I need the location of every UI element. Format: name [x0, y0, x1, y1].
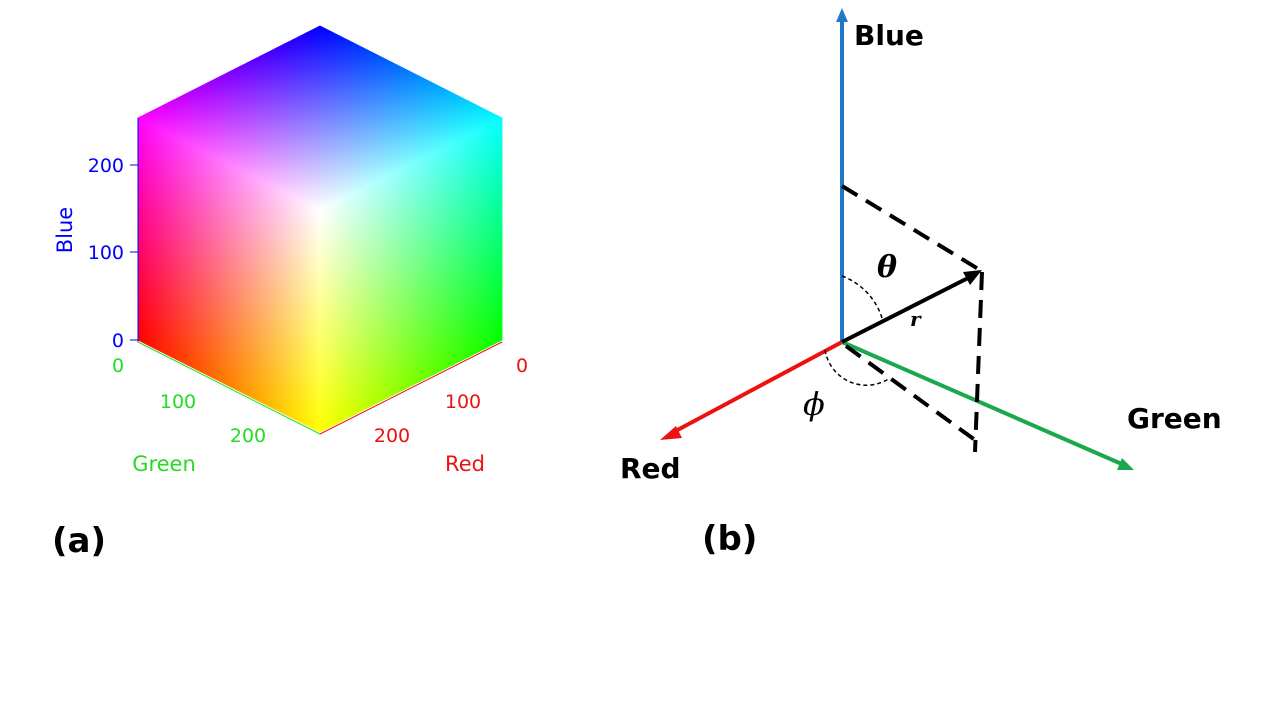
- green-axis-title: Green: [132, 452, 196, 476]
- blue-arrowhead-icon: [836, 8, 848, 22]
- blue-axis-title-b: Blue: [854, 19, 924, 52]
- panel-b-label: (b): [702, 519, 757, 559]
- red-axis-title: Red: [445, 452, 485, 476]
- panel-a-label: (a): [52, 521, 106, 561]
- red-tick: 200: [374, 425, 410, 447]
- green-tick: 0: [112, 355, 124, 377]
- cube-face-strip: [137, 116, 324, 211]
- red-tick: 100: [445, 391, 481, 413]
- blue-tick: 100: [88, 242, 124, 264]
- red-arrowhead-icon: [660, 426, 682, 440]
- rgb-cube: [137, 25, 503, 433]
- green-axis-title-b: Green: [1127, 402, 1222, 435]
- r-vector: [841, 276, 969, 344]
- red-axis-title-b: Red: [620, 452, 681, 485]
- r-symbol: r: [910, 307, 922, 331]
- blue-tick: 0: [112, 330, 124, 352]
- red-axis-line: [319, 341, 503, 435]
- r-arrowhead-icon: [963, 270, 982, 285]
- blue-axis-title: Blue: [53, 207, 77, 253]
- green-arrowhead-icon: [1117, 458, 1134, 470]
- phi-arc: [824, 349, 891, 386]
- phi-symbol: ϕ: [803, 385, 825, 423]
- cube-face-strip: [319, 335, 503, 433]
- red-axis-arrow: [669, 340, 843, 436]
- blue-tick: 200: [88, 155, 124, 177]
- green-axis-line: [137, 341, 321, 435]
- cube-axes: 200 100 0 Blue 0 100 200 Green 0 100 200…: [53, 118, 528, 476]
- green-tick: 200: [230, 425, 266, 447]
- green-axis-arrow: [841, 340, 1125, 467]
- dashed-projection-top: [840, 184, 982, 272]
- red-tick: 0: [516, 355, 528, 377]
- theta-arc: [841, 275, 883, 319]
- dashed-projection-vertical: [973, 271, 984, 453]
- green-tick: 100: [160, 391, 196, 413]
- spherical-diagram: Blue Red Green θ r ϕ: [620, 8, 1222, 485]
- theta-symbol: θ: [877, 250, 897, 285]
